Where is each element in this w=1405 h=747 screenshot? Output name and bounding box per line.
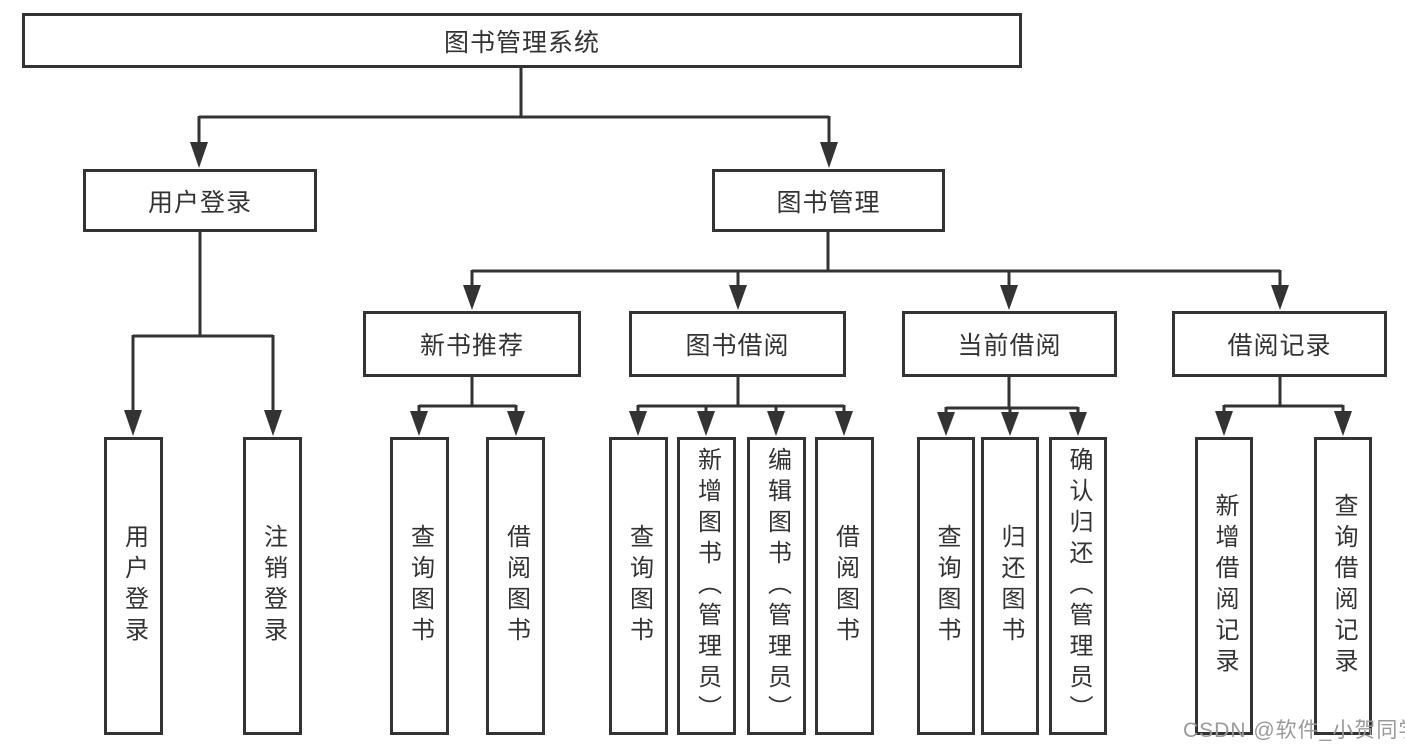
node-root-label: 图书管理系统 [443, 28, 600, 57]
leaf-logout: 注销登录 [243, 437, 302, 735]
arrowheads-book-mgmt-branch [463, 285, 1289, 310]
node-book-borrowing-label: 图书借阅 [685, 332, 790, 360]
leaf-record-query-record: 查询借阅记录 [1314, 437, 1372, 735]
node-user-login-label: 用户登录 [147, 188, 252, 217]
arrowheads-book-borrow-branch [629, 411, 853, 436]
leaf-current-confirm-return-admin-label: 确认归还（管理员） [1065, 446, 1092, 726]
node-user-login: 用户登录 [83, 169, 317, 232]
leaf-current-confirm-return-admin: 确认归还（管理员） [1049, 437, 1107, 735]
connector-book-mgmt-branch [470, 232, 1282, 287]
arrowheads-current-borrow-branch [937, 412, 1087, 436]
node-new-book-recommend-label: 新书推荐 [419, 332, 524, 360]
connector-current-borrow-branch [944, 376, 1080, 414]
leaf-newbook-borrow-books-label: 借阅图书 [502, 524, 530, 648]
arrowheads-new-book-branch [410, 411, 525, 436]
leaf-newbook-query-books-label: 查询图书 [406, 524, 434, 648]
connector-new-book-branch [417, 376, 518, 413]
leaf-current-return-books-label: 归还图书 [997, 524, 1024, 648]
csdn-watermark: CSDN @软件_小贺同学 [1183, 719, 1405, 742]
leaf-borrow-borrow-books-label: 借阅图书 [831, 524, 859, 648]
node-borrow-records-label: 借阅记录 [1227, 332, 1332, 360]
arrowheads-level2 [190, 142, 838, 168]
leaf-borrow-borrow-books: 借阅图书 [815, 437, 874, 735]
leaf-user-login: 用户登录 [104, 437, 163, 735]
leaf-borrow-add-books-admin: 新增图书（管理员） [677, 437, 736, 735]
connector-root-to-level2 [197, 68, 831, 144]
connector-book-borrow-branch [636, 376, 846, 413]
connector-user-login-branch [131, 232, 275, 412]
leaf-record-add-record-label: 新增借阅记录 [1211, 493, 1238, 679]
leaf-current-query-books: 查询图书 [917, 437, 975, 735]
node-book-borrowing: 图书借阅 [629, 311, 846, 377]
node-borrow-records: 借阅记录 [1172, 311, 1387, 377]
node-new-book-recommend: 新书推荐 [363, 311, 581, 377]
leaf-borrow-add-books-admin-label: 新增图书（管理员） [693, 446, 721, 726]
leaf-logout-label: 注销登录 [259, 524, 287, 648]
leaf-current-query-books-label: 查询图书 [933, 524, 960, 648]
leaf-newbook-borrow-books: 借阅图书 [486, 437, 545, 735]
leaf-borrow-edit-books-admin-label: 编辑图书（管理员） [763, 446, 791, 726]
leaf-borrow-query-books-label: 查询图书 [625, 524, 653, 648]
leaf-borrow-edit-books-admin: 编辑图书（管理员） [747, 437, 806, 735]
node-root-system: 图书管理系统 [22, 13, 1022, 68]
leaf-record-query-record-label: 查询借阅记录 [1330, 493, 1357, 679]
node-book-management: 图书管理 [712, 169, 945, 232]
node-current-borrowing-label: 当前借阅 [957, 332, 1062, 360]
node-book-management-label: 图书管理 [776, 188, 881, 217]
leaf-user-login-label: 用户登录 [120, 524, 148, 648]
connector-borrow-record-branch [1222, 376, 1345, 413]
arrowheads-borrow-record-branch [1215, 411, 1352, 436]
leaf-borrow-query-books: 查询图书 [609, 437, 668, 735]
leaf-current-return-books: 归还图书 [981, 437, 1039, 735]
leaf-record-add-record: 新增借阅记录 [1195, 437, 1253, 735]
leaf-newbook-query-books: 查询图书 [390, 437, 449, 735]
node-current-borrowing: 当前借阅 [902, 311, 1117, 377]
arrowheads-user-login-branch [124, 410, 282, 436]
